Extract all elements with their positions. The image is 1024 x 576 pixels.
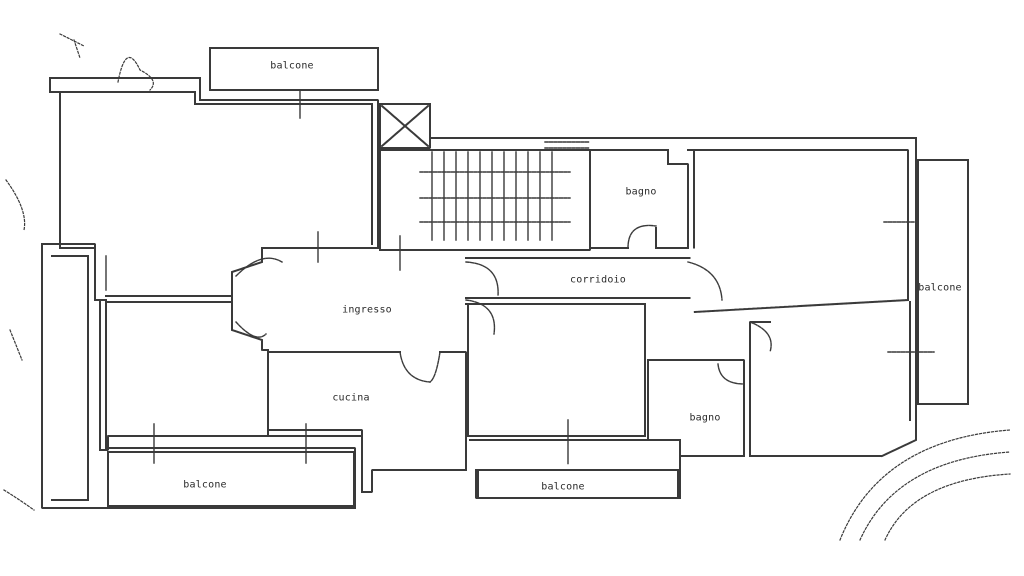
cucina-walls: [267, 351, 467, 493]
balcone-top: [209, 47, 379, 91]
elevator-shaft: [379, 103, 431, 149]
room-label-balcone-bottom-mid: balcone: [541, 481, 585, 493]
outer-wall: [49, 77, 379, 451]
room-label-balcone-top: balcone: [270, 60, 314, 72]
balcone-bottom-left: [107, 451, 355, 507]
room-label-balcone-bottom-left: balcone: [183, 479, 227, 491]
bagno-top-walls: [589, 149, 689, 249]
left-wing: [41, 243, 356, 509]
right-block: [687, 149, 909, 314]
room-label-ingresso: ingresso: [342, 304, 392, 316]
room-label-balcone-right: balcone: [918, 282, 962, 294]
middle-room: [467, 303, 646, 437]
balcone-right: [917, 159, 969, 405]
room-label-corridoio: corridoio: [570, 274, 626, 286]
room-label-cucina: cucina: [332, 392, 370, 404]
balcone-bottom-mid: [477, 469, 679, 499]
stairwell: [379, 149, 591, 251]
room-label-bagno-bottom: bagno: [689, 412, 721, 424]
room-label-bagno-top: bagno: [625, 186, 657, 198]
